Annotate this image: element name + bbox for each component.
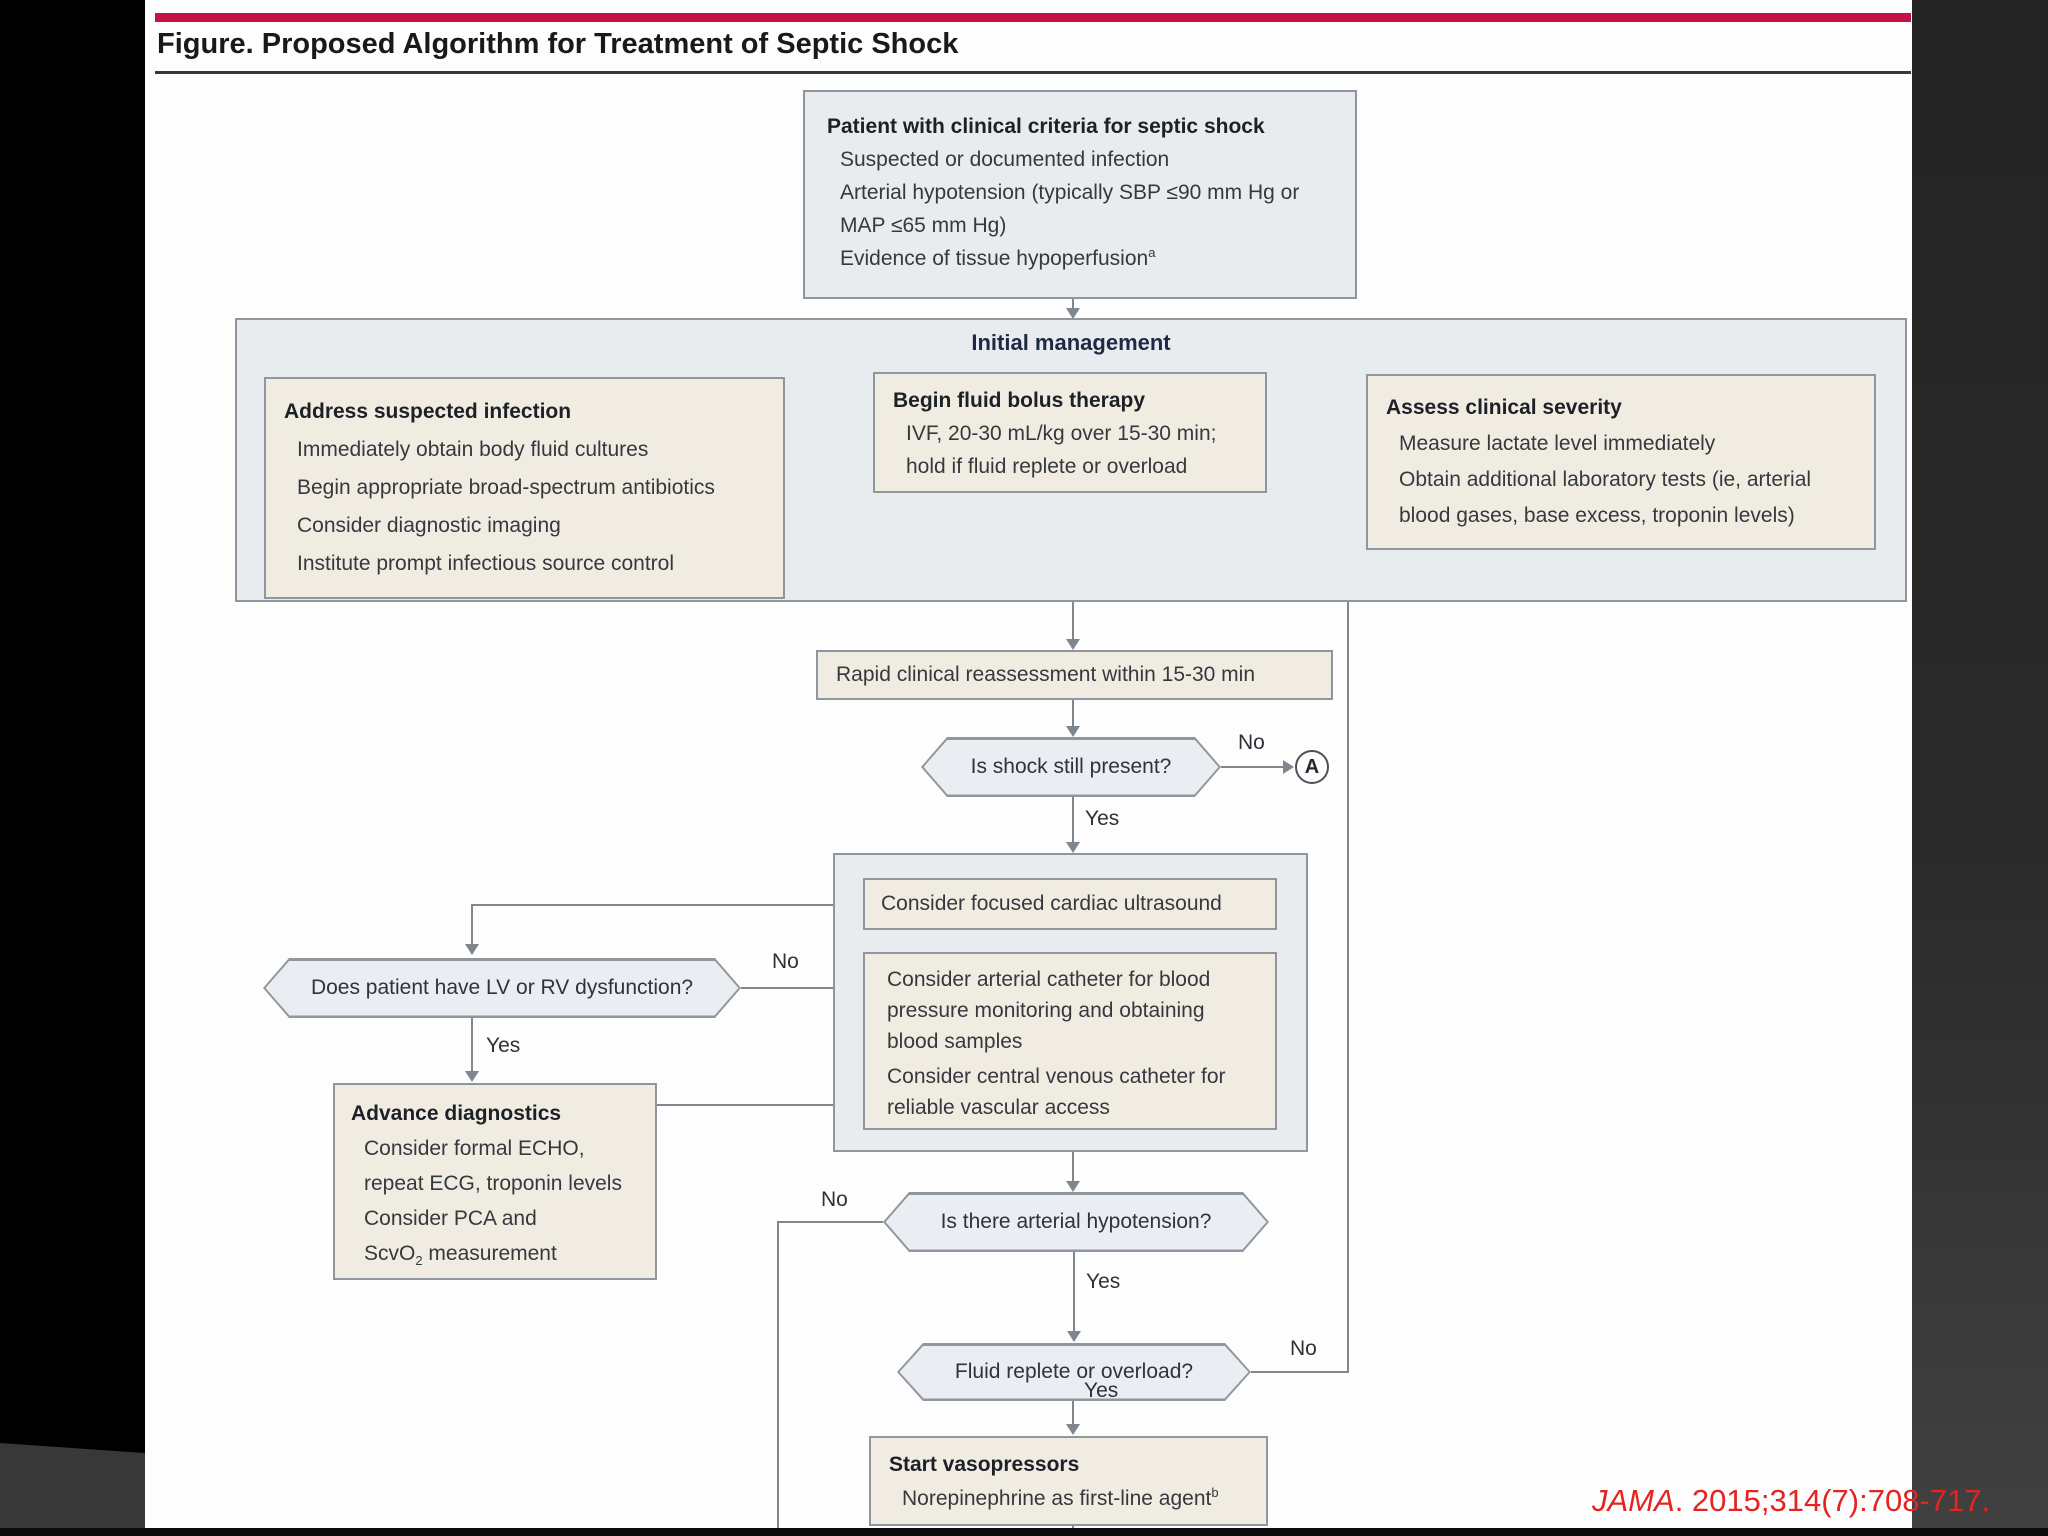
decision-text: Fluid replete or overload? (954, 1360, 1194, 1383)
label-no: No (772, 950, 799, 973)
decision-text: Is shock still present? (970, 755, 1172, 778)
arrowhead-down (465, 1071, 479, 1082)
node-fluid-bolus: Begin fluid bolus therapy IVF, 20-30 mL/… (873, 372, 1267, 493)
node-title: Start vasopressors (889, 1453, 1080, 1476)
node-advance-diagnostics: Advance diagnostics Consider formal ECHO… (333, 1083, 657, 1280)
arrowhead-down (465, 944, 479, 955)
node-item: Measure lactate level immediately (1399, 432, 1716, 455)
node-vasopressors: Start vasopressors Norepinephrine as fir… (869, 1436, 1268, 1526)
connector-fluid-no (1251, 1371, 1349, 1373)
connector-branch-left (472, 904, 833, 906)
connector-lvrv-no (741, 987, 855, 989)
node-patient-criteria: Patient with clinical criteria for septi… (803, 90, 1357, 299)
node-item: Consider PCA and ScvO2 measurement (364, 1207, 557, 1269)
node-address-infection: Address suspected infection Immediately … (264, 377, 785, 599)
connector-right-vertical (1347, 436, 1349, 1373)
arrowhead-down (1066, 308, 1080, 319)
connector-to-hypotension-q (1072, 1152, 1074, 1184)
slide-right-strip (1912, 0, 2048, 1536)
connector-to-shock-q (1072, 700, 1074, 728)
label-yes: Yes (1085, 807, 1120, 830)
footnote-a: a (1148, 245, 1156, 260)
node-cardiac-ultrasound: Consider focused cardiac ultrasound (863, 878, 1277, 930)
node-title: Assess clinical severity (1386, 396, 1622, 419)
journal-citation: JAMA. 2015;314(7):708-717. (1592, 1483, 2048, 1519)
connector-hypotension-no (778, 1221, 883, 1223)
arrowhead-down (1066, 726, 1080, 737)
node-item: Suspected or documented infection (840, 148, 1170, 171)
node-item: Norepinephrine as first-line agentb (902, 1485, 1219, 1510)
slide-left-strip (0, 0, 145, 1447)
footnote-b: b (1211, 1485, 1219, 1500)
label-no: No (1238, 731, 1265, 754)
node-reassessment: Rapid clinical reassessment within 15-30… (816, 650, 1333, 700)
hexagon-fill (924, 740, 1219, 795)
arrowhead-down (1067, 1331, 1081, 1342)
arrowhead-down (1066, 1181, 1080, 1192)
decision-text: Is there arterial hypotension? (940, 1210, 1212, 1233)
node-catheters: Consider arterial catheter for blood pre… (863, 952, 1277, 1130)
label-yes: Yes (1086, 1270, 1121, 1293)
decision-fluid-replete: Fluid replete or overload? (897, 1343, 1251, 1401)
slide-left-bottom-shade (0, 1443, 145, 1536)
connector-patient-down (1072, 299, 1074, 314)
node-item: Consider formal ECHO, repeat ECG, tropon… (364, 1137, 622, 1195)
connector-lvrv-yes (471, 1018, 473, 1074)
label-yes: Yes (486, 1034, 521, 1057)
connector-hypotension-yes (1073, 1252, 1075, 1334)
node-title: Patient with clinical criteria for septi… (827, 115, 1265, 138)
node-title: Address suspected infection (284, 400, 572, 423)
node-text: Consider focused cardiac ultrasound (881, 892, 1222, 915)
connector-hypotension-no-down (777, 1221, 779, 1530)
arrowhead-down (1066, 842, 1080, 853)
node-item: Arterial hypotension (typically SBP ≤90 … (840, 181, 1300, 237)
node-item: Institute prompt infectious source contr… (297, 552, 675, 575)
connector-branch-down (471, 904, 473, 946)
node-item: IVF, 20-30 mL/kg over 15-30 min; hold if… (906, 422, 1217, 478)
node-assess-severity: Assess clinical severity Measure lactate… (1366, 374, 1876, 550)
title-rule (155, 71, 1911, 74)
node-item: Consider arterial catheter for blood pre… (887, 968, 1211, 1053)
hexagon-fill (886, 1195, 1267, 1250)
initial-management-header: Initial management (971, 330, 1171, 355)
slide-bottom-bar (0, 1528, 2048, 1536)
figure-title: Figure. Proposed Algorithm for Treatment… (157, 28, 959, 60)
subscript-2: 2 (415, 1253, 423, 1269)
decision-shock-present: Is shock still present? (921, 737, 1221, 797)
arrowhead-down (1066, 1424, 1080, 1435)
decision-text: Does patient have LV or RV dysfunction? (310, 976, 694, 999)
connector-fluid-yes (1072, 1401, 1074, 1427)
journal-name: JAMA (1592, 1483, 1675, 1518)
node-text: Rapid clinical reassessment within 15-30… (836, 663, 1256, 686)
node-item: Immediately obtain body fluid cultures (297, 438, 649, 461)
node-item: Consider central venous catheter for rel… (887, 1065, 1226, 1119)
label-yes: Yes (1084, 1379, 1119, 1402)
connector-shock-no (1221, 766, 1283, 768)
node-title: Advance diagnostics (351, 1102, 562, 1125)
connector-shock-yes (1072, 797, 1074, 843)
hexagon-fill (900, 1346, 1249, 1399)
node-title: Begin fluid bolus therapy (893, 389, 1146, 412)
decision-arterial-hypotension: Is there arterial hypotension? (883, 1192, 1269, 1252)
node-item: Consider diagnostic imaging (297, 514, 561, 537)
connector-a-circle: A (1295, 750, 1329, 784)
node-item: Begin appropriate broad-spectrum antibio… (297, 476, 715, 499)
node-item: Evidence of tissue hypoperfusiona (840, 245, 1156, 270)
connector-advance-to-catheters (657, 1104, 855, 1106)
connector-to-reassessment (1072, 602, 1074, 642)
decision-lv-rv-dysfunction: Does patient have LV or RV dysfunction? (263, 958, 741, 1018)
arrowhead-right (1283, 760, 1294, 774)
label-no: No (1290, 1337, 1317, 1360)
citation-detail: . 2015;314(7):708-717. (1674, 1483, 1991, 1518)
figure-accent-bar (155, 13, 1911, 22)
label-no: No (821, 1188, 848, 1211)
arrowhead-down (1066, 639, 1080, 650)
node-item: Obtain additional laboratory tests (ie, … (1399, 468, 1812, 527)
hexagon-fill (266, 961, 739, 1016)
